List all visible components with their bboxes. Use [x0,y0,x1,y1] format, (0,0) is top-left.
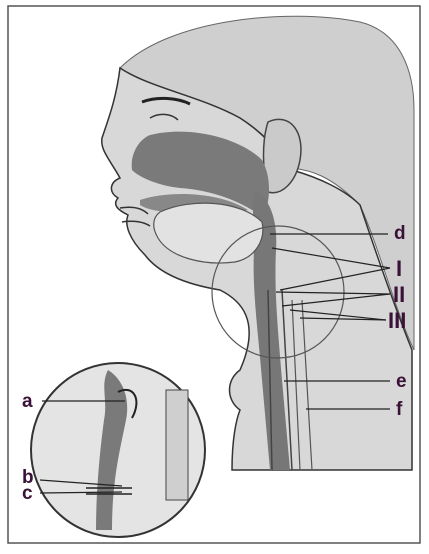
label-I: I [396,258,402,280]
magnified-spine [166,390,188,500]
label-III: III [388,310,406,332]
label-d: d [394,224,406,243]
label-e: e [396,372,407,391]
label-f: f [396,400,402,419]
label-II: II [393,284,405,306]
label-c: c [22,484,33,503]
label-a: a [22,392,33,411]
